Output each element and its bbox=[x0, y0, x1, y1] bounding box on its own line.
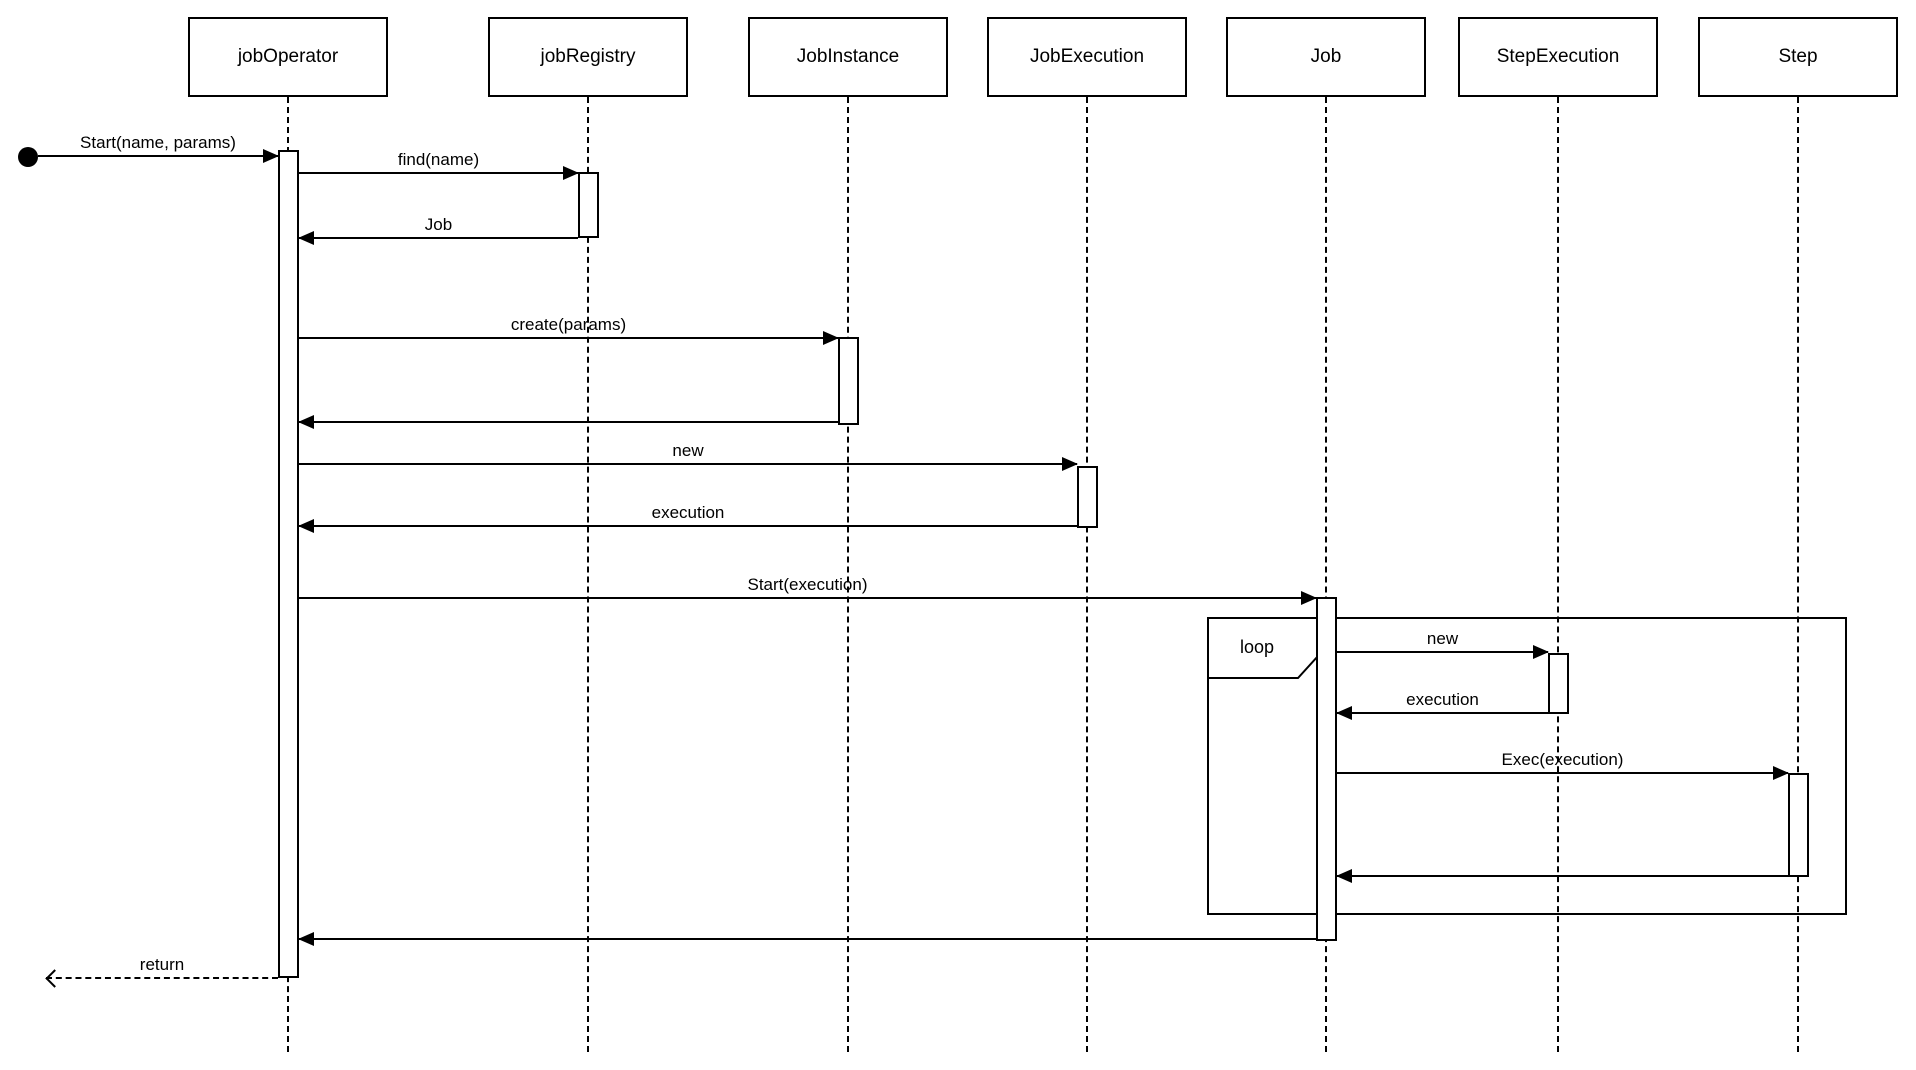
loop-label-pentagon bbox=[1207, 617, 1319, 679]
loop-operator-label: loop bbox=[1239, 636, 1275, 657]
message-line bbox=[38, 155, 278, 157]
message-line bbox=[299, 172, 578, 174]
message-label: execution bbox=[1406, 690, 1479, 709]
participant-label: jobOperator bbox=[237, 46, 339, 67]
message-new-stepexecution: new bbox=[1337, 629, 1549, 659]
participant-StepExecution: StepExecution bbox=[1458, 17, 1658, 97]
arrowhead-right-icon bbox=[1533, 645, 1549, 659]
message-job-final-return bbox=[298, 916, 1316, 946]
lifeline-StepExecution bbox=[1557, 97, 1559, 1052]
message-line bbox=[299, 237, 578, 239]
participant-jobOperator: jobOperator bbox=[188, 17, 388, 97]
message-label: Exec(execution) bbox=[1501, 750, 1624, 769]
message-execution-return: execution bbox=[298, 503, 1077, 533]
message-label: return bbox=[139, 955, 185, 974]
message-line bbox=[299, 597, 1316, 599]
arrowhead-left-icon bbox=[298, 415, 314, 429]
lifeline-JobExecution bbox=[1086, 97, 1088, 1052]
loop-fragment: loop bbox=[1207, 617, 1847, 915]
arrowhead-left-icon bbox=[1336, 869, 1352, 883]
message-start-execution: Start(execution) bbox=[299, 575, 1317, 605]
arrowhead-right-icon bbox=[1773, 766, 1789, 780]
message-label: new bbox=[1426, 629, 1459, 648]
activation-jobOperator bbox=[278, 150, 299, 978]
participant-JobExecution: JobExecution bbox=[987, 17, 1187, 97]
participant-jobRegistry: jobRegistry bbox=[488, 17, 688, 97]
message-new-jobexecution: new bbox=[299, 441, 1078, 471]
activation-JobInstance bbox=[838, 337, 859, 425]
participant-label: Step bbox=[1778, 46, 1818, 67]
participant-label: JobExecution bbox=[1029, 46, 1145, 67]
message-line bbox=[299, 421, 838, 423]
message-start: Start(name, params) bbox=[38, 133, 279, 163]
participant-JobInstance: JobInstance bbox=[748, 17, 948, 97]
message-label: Job bbox=[424, 215, 453, 234]
message-line bbox=[1337, 712, 1548, 714]
activation-JobExecution bbox=[1077, 466, 1098, 528]
arrowhead-left-icon bbox=[298, 932, 314, 946]
activation-Job bbox=[1316, 597, 1337, 941]
message-stepexecution-return: execution bbox=[1336, 690, 1548, 720]
message-label: new bbox=[672, 441, 704, 460]
arrowhead-left-icon bbox=[298, 231, 314, 245]
lifeline-JobInstance bbox=[847, 97, 849, 1052]
message-line bbox=[1337, 875, 1788, 877]
message-line bbox=[1337, 772, 1788, 774]
arrowhead-right-icon bbox=[563, 166, 579, 180]
message-label: find(name) bbox=[397, 150, 480, 169]
message-label: Start(execution) bbox=[747, 575, 868, 594]
lifeline-Job bbox=[1325, 97, 1327, 1052]
arrowhead-left-icon bbox=[298, 519, 314, 533]
message-line bbox=[299, 337, 838, 339]
message-create-params: create(params) bbox=[299, 315, 839, 345]
message-label: Start(name, params) bbox=[80, 133, 236, 152]
message-line bbox=[46, 977, 278, 979]
activation-jobRegistry bbox=[578, 172, 599, 238]
arrowhead-right-icon bbox=[823, 331, 839, 345]
message-return-dashed: return bbox=[45, 955, 278, 988]
message-find-name: find(name) bbox=[299, 150, 579, 180]
arrowhead-right-icon bbox=[263, 149, 279, 163]
message-exec-execution: Exec(execution) bbox=[1337, 750, 1789, 780]
participant-label: Job bbox=[1310, 46, 1342, 67]
lifeline-Step bbox=[1797, 97, 1799, 1052]
arrowhead-right-icon bbox=[1062, 457, 1078, 471]
arrowhead-left-icon bbox=[1336, 706, 1352, 720]
message-line bbox=[1337, 651, 1548, 653]
message-line bbox=[299, 463, 1077, 465]
arrowhead-right-icon bbox=[1301, 591, 1317, 605]
participant-Job: Job bbox=[1226, 17, 1426, 97]
message-create-return bbox=[298, 399, 838, 429]
message-job-return: Job bbox=[298, 215, 578, 245]
message-line bbox=[299, 525, 1077, 527]
lifeline-jobRegistry bbox=[587, 97, 589, 1052]
participant-label: JobInstance bbox=[796, 46, 900, 67]
participant-Step: Step bbox=[1698, 17, 1898, 97]
activation-StepExecution bbox=[1548, 653, 1569, 714]
message-step-return bbox=[1336, 853, 1788, 883]
participant-label: StepExecution bbox=[1496, 46, 1620, 67]
message-line bbox=[299, 938, 1316, 940]
activation-Step bbox=[1788, 773, 1809, 877]
message-label: execution bbox=[651, 503, 725, 522]
start-node bbox=[18, 147, 38, 167]
message-label: create(params) bbox=[510, 315, 627, 334]
participant-label: jobRegistry bbox=[540, 46, 636, 67]
